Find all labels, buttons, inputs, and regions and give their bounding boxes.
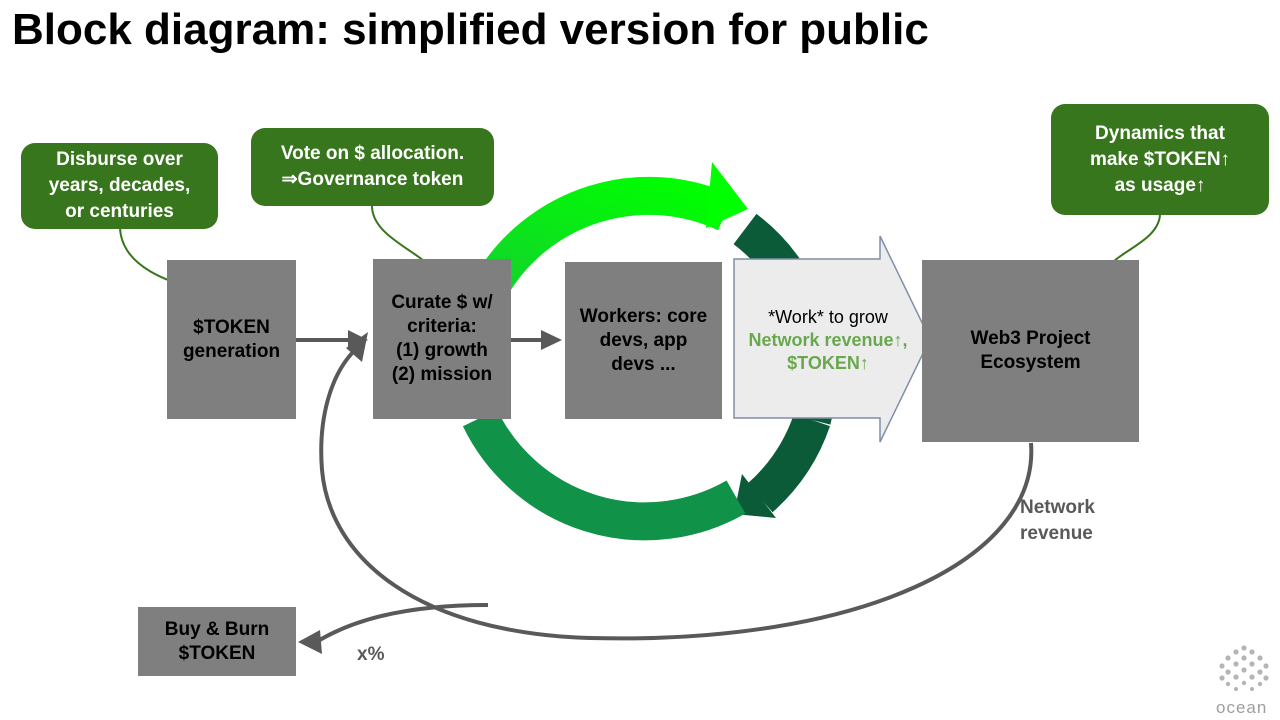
- curate-label: Curate $ w/ criteria: (1) growth (2) mis…: [391, 292, 493, 385]
- cycle-arc-right-lower: [747, 413, 830, 513]
- cycle-arc-bottom: [462, 409, 746, 541]
- page-title: Block diagram: simplified version for pu…: [12, 5, 929, 54]
- ocean-logo-icon: [1219, 645, 1269, 691]
- callout-disburse: Disburse over years, decades, or centuri…: [21, 143, 218, 229]
- work-block-arrow: [733, 235, 931, 443]
- percent-label: x%: [357, 644, 385, 665]
- ocean-logo-text: ocean: [1216, 698, 1268, 717]
- arrowhead-burn: [298, 630, 322, 654]
- return-loop-path: [319, 348, 1034, 641]
- ecosystem-box: Web3 Project Ecosystem: [922, 260, 1139, 442]
- burn-branch-path: [316, 603, 489, 643]
- work-arrow-text: *Work* to grow Network revenue↑, $TOKEN↑: [736, 306, 920, 375]
- buy-burn-box: Buy & Burn $TOKEN: [138, 607, 296, 676]
- token-generation-box: $TOKEN generation: [167, 260, 296, 419]
- workers-label: Workers: core devs, app devs ...: [579, 305, 708, 375]
- callout-vote: Vote on $ allocation. ⇒Governance token: [251, 128, 494, 206]
- cycle-arrowhead-bottom: [734, 474, 776, 518]
- workers-box: Workers: core devs, app devs ...: [565, 262, 722, 419]
- cycle-arrowhead-top: [706, 162, 748, 228]
- callout-vote-text: Vote on $ allocation. ⇒Governance token: [280, 143, 465, 190]
- buy-burn-label: Buy & Burn $TOKEN: [164, 618, 270, 664]
- arrowhead-return-loop: [346, 332, 368, 362]
- cycle-arc-top: [474, 176, 735, 296]
- arrowhead-curate-to-workers: [541, 330, 562, 350]
- work-arrow-line2: Network revenue↑,: [748, 330, 908, 350]
- network-revenue-label: Network revenue: [1020, 497, 1095, 544]
- callout-disburse-text: Disburse over years, decades, or centuri…: [48, 149, 191, 222]
- work-arrow-line3: $TOKEN↑: [787, 353, 869, 373]
- curate-box: Curate $ w/ criteria: (1) growth (2) mis…: [373, 259, 511, 419]
- work-arrow-line1: *Work* to grow: [768, 307, 888, 327]
- callout-dynamics-text: Dynamics that make $TOKEN↑ as usage↑: [1089, 122, 1231, 196]
- ecosystem-label: Web3 Project Ecosystem: [970, 328, 1091, 373]
- token-generation-label: $TOKEN generation: [182, 316, 281, 362]
- callout-dynamics: Dynamics that make $TOKEN↑ as usage↑: [1051, 104, 1269, 215]
